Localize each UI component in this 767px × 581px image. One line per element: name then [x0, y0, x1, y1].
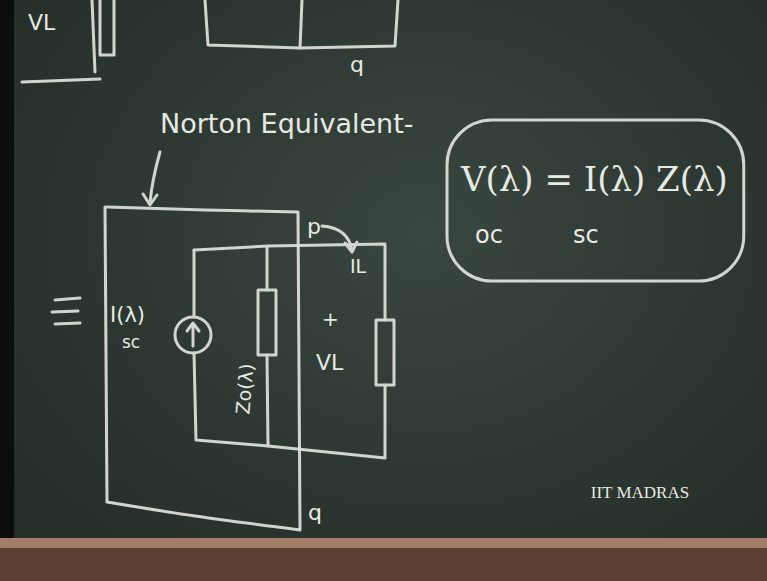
dashes	[52, 298, 80, 324]
wire	[193, 250, 196, 317]
voltage-label: VL	[28, 10, 55, 35]
wire	[22, 79, 100, 82]
source-label: I(λ)	[110, 303, 145, 327]
resistor-symbol	[258, 290, 276, 355]
wire	[92, 0, 95, 72]
top-wire	[194, 244, 385, 320]
heading: Norton Equivalent-	[160, 108, 414, 139]
impedance-label: Zo(λ)	[232, 363, 258, 415]
board-ledge-top	[0, 538, 767, 548]
outline	[105, 205, 300, 530]
equation-box: V(λ) = I(λ) Z(λ) oc sc	[445, 118, 746, 283]
arrow-head	[143, 194, 157, 205]
norton-outline	[105, 207, 300, 530]
bottom-wire	[194, 353, 385, 458]
node-label: q	[308, 500, 322, 525]
equation-outline	[447, 120, 744, 281]
wire	[267, 247, 268, 446]
outline	[445, 118, 746, 283]
arrow-head	[345, 242, 357, 252]
node-label: p	[307, 214, 321, 239]
polarity-mark: +	[322, 308, 339, 331]
board-ledge	[0, 548, 767, 581]
watermark: IIT MADRAS	[590, 483, 690, 503]
subscript: oc	[475, 222, 503, 250]
source-arrow	[187, 323, 199, 346]
resistor-symbol	[100, 0, 114, 55]
current-source-symbol	[175, 317, 211, 353]
block-fragment	[205, 0, 302, 48]
subscript: sc	[122, 333, 140, 353]
subscript: sc	[573, 222, 599, 250]
current-label: IL	[350, 256, 366, 278]
board-edge	[0, 0, 14, 581]
node-label: q	[350, 52, 364, 77]
block-fragment	[300, 0, 398, 48]
load-resistor-symbol	[376, 320, 394, 385]
voltage-label: VL	[316, 350, 343, 375]
norton-box: Norton Equivalent-	[105, 205, 300, 530]
equation: V(λ) = I(λ) Z(λ)	[461, 160, 728, 199]
